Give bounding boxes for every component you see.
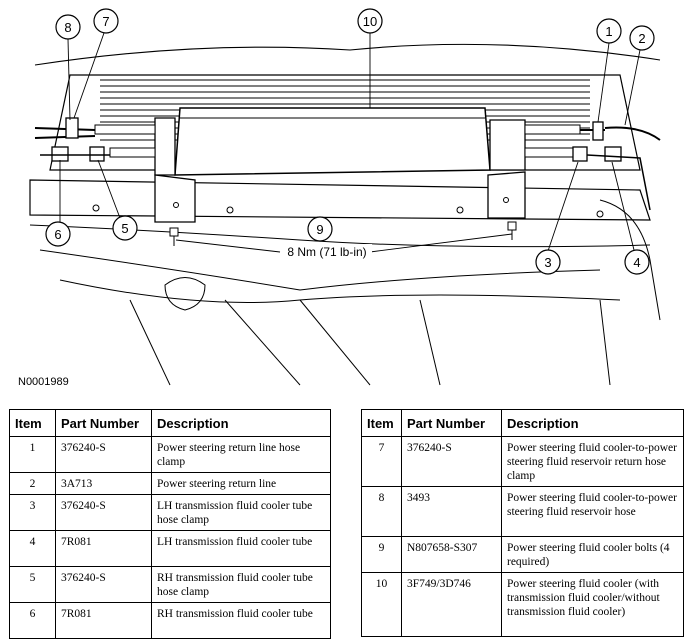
part-cell: 376240-S [401, 436, 502, 487]
part-cell: 376240-S [55, 436, 152, 473]
item-cell: 8 [361, 486, 402, 537]
item-cell: 2 [9, 472, 56, 495]
part-cell: 3A713 [55, 472, 152, 495]
svg-text:8: 8 [64, 20, 71, 35]
svg-text:7: 7 [102, 14, 109, 29]
desc-cell: Power steering fluid cooler (with transm… [501, 572, 684, 637]
part-cell: N807658-S307 [401, 536, 502, 573]
item-cell: 10 [361, 572, 402, 637]
header-part-number: Part Number [401, 409, 502, 437]
desc-cell: Power steering fluid cooler bolts (4 req… [501, 536, 684, 573]
right-tubes [524, 121, 661, 211]
callout-1: 1 [596, 18, 622, 44]
cooler-diagram: 8 7 10 1 2 6 5 9 3 4 8 Nm (71 lb-in) [29, 8, 661, 386]
callout-5: 5 [112, 215, 138, 241]
table-header-row: Item Part Number Description [361, 409, 684, 437]
svg-text:1: 1 [605, 24, 612, 39]
leader-lines [59, 32, 641, 253]
header-item: Item [361, 409, 402, 437]
figure-id: N0001989 [18, 376, 69, 388]
desc-cell: Power steering return line [151, 472, 331, 495]
header-description: Description [501, 409, 684, 437]
desc-cell: Power steering return line hose clamp [151, 436, 331, 473]
svg-text:4: 4 [633, 255, 640, 270]
desc-cell: Power steering fluid cooler-to-power ste… [501, 486, 684, 537]
callout-7: 7 [93, 8, 119, 34]
callout-9: 9 [307, 216, 333, 242]
svg-text:6: 6 [54, 227, 61, 242]
svg-text:10: 10 [363, 14, 377, 29]
desc-cell: RH transmission fluid cooler tube hose c… [151, 566, 331, 603]
callout-4: 4 [624, 249, 650, 275]
part-cell: 7R081 [55, 530, 152, 567]
cooler-bolts [169, 221, 517, 246]
subframe [29, 179, 661, 386]
desc-cell: Power steering fluid cooler-to-power ste… [501, 436, 684, 487]
part-cell: 376240-S [55, 494, 152, 531]
header-description: Description [151, 409, 331, 437]
item-cell: 1 [9, 436, 56, 473]
svg-text:2: 2 [638, 31, 645, 46]
callout-2: 2 [629, 25, 655, 51]
part-cell: 376240-S [55, 566, 152, 603]
power-steering-fluid-cooler [154, 107, 526, 223]
part-cell: 7R081 [55, 602, 152, 639]
torque-label: 8 Nm (71 lb-in) [287, 245, 366, 259]
callout-3: 3 [535, 249, 561, 275]
item-cell: 6 [9, 602, 56, 639]
desc-cell: LH transmission fluid cooler tube [151, 530, 331, 567]
callout-8: 8 [55, 14, 81, 40]
part-cell: 3493 [401, 486, 502, 537]
desc-cell: LH transmission fluid cooler tube hose c… [151, 494, 331, 531]
callout-10: 10 [357, 8, 383, 34]
svg-text:9: 9 [316, 222, 323, 237]
item-cell: 5 [9, 566, 56, 603]
table-header-row: Item Part Number Description [9, 409, 331, 437]
left-tubes [34, 117, 156, 162]
item-cell: 3 [9, 494, 56, 531]
part-cell: 3F749/3D746 [401, 572, 502, 637]
header-item: Item [9, 409, 56, 437]
item-cell: 9 [361, 536, 402, 573]
callout-6: 6 [45, 221, 71, 247]
svg-text:5: 5 [121, 221, 128, 236]
header-part-number: Part Number [55, 409, 152, 437]
item-cell: 7 [361, 436, 402, 487]
svg-text:3: 3 [544, 255, 551, 270]
desc-cell: RH transmission fluid cooler tube [151, 602, 331, 639]
item-cell: 4 [9, 530, 56, 567]
